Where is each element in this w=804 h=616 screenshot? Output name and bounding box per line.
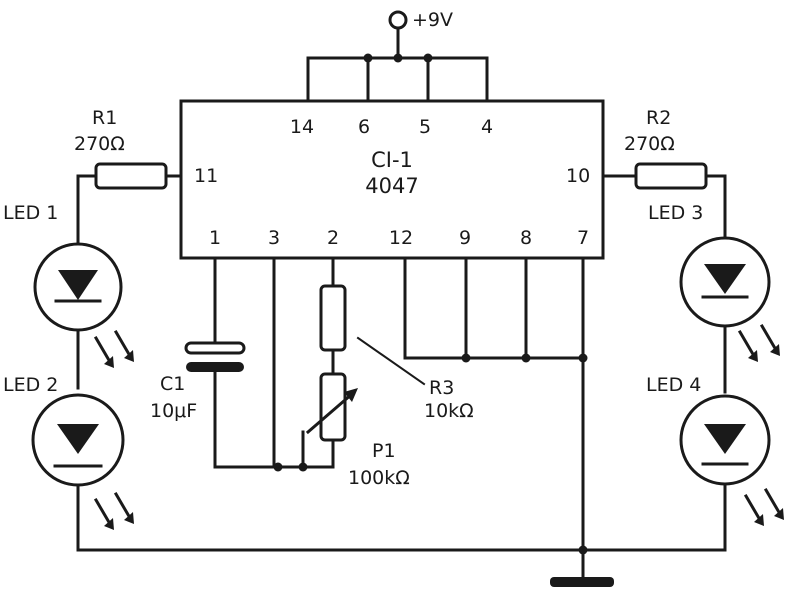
- led-3: [679, 236, 771, 328]
- pin-label-2: 2: [327, 227, 339, 249]
- ic-part-number: 4047: [365, 174, 418, 198]
- led-1: [33, 242, 123, 332]
- led3-light-arrows: [737, 323, 780, 362]
- pin-label-1: 1: [209, 227, 221, 249]
- pin-label-10: 10: [566, 165, 590, 187]
- led-2: [31, 393, 125, 487]
- led3-label: LED 3: [648, 202, 703, 224]
- r3-pointer: [356, 336, 426, 386]
- pin-label-12: 12: [389, 227, 413, 249]
- wire-c1-bottom: [213, 370, 335, 469]
- ground-tie-bus: [403, 256, 588, 552]
- ic-body: [179, 99, 605, 260]
- pin-label-9: 9: [459, 227, 471, 249]
- pin-label-6: 6: [358, 116, 370, 138]
- supply-bus: [306, 53, 489, 103]
- p1-wiper-arrow: [305, 388, 358, 435]
- led1-light-arrows: [93, 329, 134, 368]
- p1-value: 100kΩ: [348, 467, 410, 489]
- pin-label-3: 3: [268, 227, 280, 249]
- capacitor-plate-top: [184, 341, 246, 355]
- r3-value: 10kΩ: [424, 400, 474, 422]
- capacitor-plate-bottom: [186, 362, 244, 372]
- supply-terminal: [388, 10, 408, 60]
- r2-name: R2: [646, 107, 671, 129]
- pin-label-5: 5: [419, 116, 431, 138]
- r1-value: 270Ω: [74, 133, 125, 155]
- led4-label: LED 4: [646, 374, 701, 396]
- c1-value: 10μF: [150, 400, 197, 422]
- pin-label-14: 14: [290, 116, 314, 138]
- p1-name: P1: [372, 440, 396, 462]
- led-4: [679, 394, 771, 486]
- r2-value: 270Ω: [624, 133, 675, 155]
- potentiometer-p1: [319, 372, 347, 442]
- supply-label: +9V: [412, 9, 453, 31]
- ground-symbol: [550, 577, 614, 587]
- r1-name: R1: [92, 107, 117, 129]
- led4-light-arrows: [743, 487, 784, 526]
- resistor-r1: [94, 162, 168, 190]
- led1-label: LED 1: [3, 202, 58, 224]
- pin-label-8: 8: [520, 227, 532, 249]
- ic-name: CI-1: [371, 148, 413, 172]
- led2-light-arrows: [93, 491, 134, 530]
- pin-label-4: 4: [481, 116, 493, 138]
- pin-label-11: 11: [194, 165, 218, 187]
- r3-name: R3: [429, 377, 454, 399]
- pin-label-7: 7: [577, 227, 589, 249]
- wire-r1-led1: [76, 174, 98, 246]
- resistor-r3: [319, 284, 347, 352]
- resistor-r2: [634, 162, 708, 190]
- wire-r2-led3: [704, 174, 727, 240]
- led2-label: LED 2: [3, 374, 58, 396]
- c1-name: C1: [160, 373, 185, 395]
